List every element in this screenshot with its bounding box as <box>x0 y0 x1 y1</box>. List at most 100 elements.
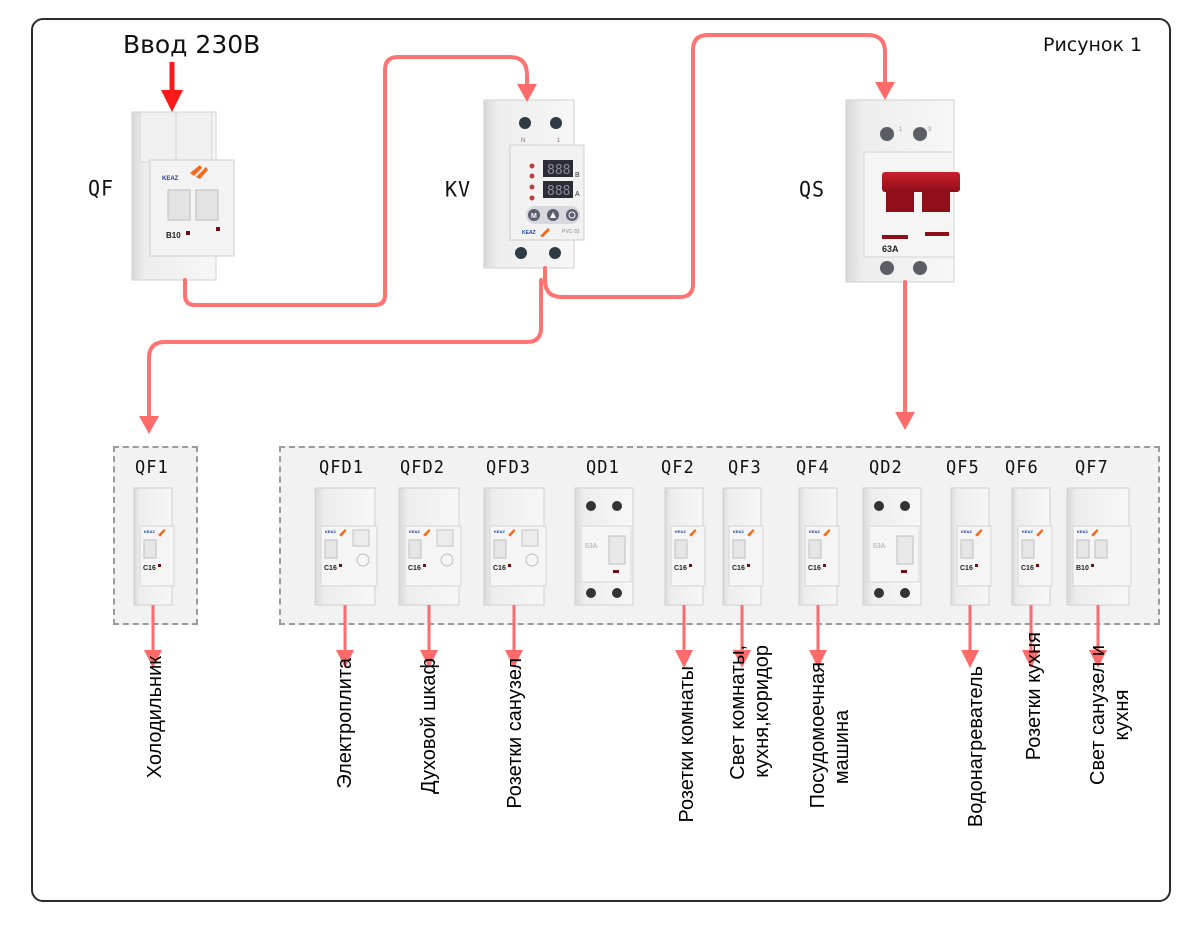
brand-logo: KEAZ <box>409 529 420 534</box>
input-label: Ввод 230В <box>123 30 261 59</box>
device-code-qd2: QD2 <box>869 457 903 479</box>
device-code-qf: QF <box>88 175 115 201</box>
device-code-qf4: QF4 <box>796 457 830 479</box>
brand-logo-icon <box>1091 529 1099 537</box>
brand-logo: KEAZ <box>144 529 155 534</box>
load-label-room-sockets: Розетки комнаты <box>676 666 698 823</box>
rating: C16 <box>674 565 687 572</box>
brand-logo-icon <box>747 529 755 537</box>
kv-button-power[interactable] <box>566 209 578 221</box>
breaker-toggle[interactable] <box>1076 539 1090 559</box>
rating: C16 <box>493 565 506 572</box>
rating: C16 <box>143 565 156 572</box>
device-code-qd1: QD1 <box>586 457 620 479</box>
device-code-qf6: QF6 <box>1005 457 1039 479</box>
device-code-qf7: QF7 <box>1075 457 1109 479</box>
brand-logo-icon <box>689 529 697 537</box>
brand-logo-icon <box>158 529 166 537</box>
brand-logo: KEAZ <box>733 529 744 534</box>
brand-logo: KEAZ <box>809 529 820 534</box>
device-code-qfd2: QFD2 <box>400 457 445 479</box>
terminal-screw <box>550 117 562 129</box>
device-qfd2: KEAZ C16 <box>398 487 462 606</box>
svg-text:888: 888 <box>547 163 570 178</box>
rating: C16 <box>808 565 821 572</box>
rating: C16 <box>324 565 337 572</box>
load-label-water-heater: Водонагреватель <box>965 666 987 828</box>
breaker-toggle[interactable] <box>808 539 822 559</box>
svg-text:888: 888 <box>547 184 570 199</box>
diagram-frame <box>31 18 1171 902</box>
brand-logo: KEAZ <box>162 176 179 182</box>
rating: 63A <box>585 543 598 550</box>
load-label-kitchen-sockets: Розетки кухня <box>1023 632 1045 761</box>
device-qs: 1 3 KEAZ 63A <box>845 99 960 283</box>
brand-logo-icon <box>823 529 831 537</box>
load-label-lights-rooms: Свет комнаты, кухня,коридор <box>727 645 773 780</box>
brand-logo: KEAZ <box>494 529 505 534</box>
load-label-lights-bath-kitchen: Свет санузел и кухня <box>1087 645 1133 785</box>
device-qf1: KEAZ C16 <box>133 487 175 606</box>
device-qd2: 63A <box>862 487 922 606</box>
breaker-toggle[interactable] <box>143 539 157 559</box>
device-kv: N 1 888 B 888 A M KEAZ PVC-32 <box>483 99 585 269</box>
rating: C16 <box>960 565 973 572</box>
svg-text:3: 3 <box>928 127 932 133</box>
svg-text:A: A <box>575 191 580 198</box>
load-label-stove: Электроплита <box>334 658 356 789</box>
breaker-toggle[interactable] <box>732 539 746 559</box>
brand-logo: KEAZ <box>1022 529 1033 534</box>
svg-text:KEAZ: KEAZ <box>522 230 536 236</box>
load-label-fridge: Холодильник <box>144 656 166 779</box>
device-code-qf1: QF1 <box>135 457 169 479</box>
breaker-toggle[interactable] <box>674 539 688 559</box>
brand-logo-icon <box>508 529 516 537</box>
brand-logo: KEAZ <box>961 529 972 534</box>
svg-text:1: 1 <box>899 127 903 133</box>
rating: 63A <box>873 543 886 550</box>
load-label-dishwasher: Посудомоечная машина <box>807 662 853 809</box>
rating: C16 <box>408 565 421 572</box>
breaker-toggle[interactable] <box>1021 539 1035 559</box>
rating-qs: 63A <box>882 244 899 254</box>
device-qd1: 63A <box>574 487 634 606</box>
device-qf5: KEAZ C16 <box>950 487 992 606</box>
breaker-toggle[interactable] <box>408 539 422 559</box>
device-code-qfd3: QFD3 <box>486 457 531 479</box>
kv-model: PVC-32 <box>562 229 580 235</box>
brand-logo-icon <box>339 529 347 537</box>
brand-logo: KEAZ <box>675 529 686 534</box>
device-code-qf2: QF2 <box>661 457 695 479</box>
figure-label: Рисунок 1 <box>1043 34 1143 56</box>
brand-logo: KEAZ <box>325 529 336 534</box>
brand-logo-icon <box>423 529 431 537</box>
device-code-qf3: QF3 <box>728 457 762 479</box>
device-qf: KEAZ B10 <box>131 111 235 281</box>
svg-text:B: B <box>575 172 580 179</box>
brand-logo: KEAZ <box>1077 529 1088 534</box>
load-label-bath-sockets: Розетки санузел <box>504 658 526 809</box>
svg-text:M: M <box>531 213 537 220</box>
breaker-toggle[interactable] <box>493 539 507 559</box>
brand-logo-icon <box>1036 529 1044 537</box>
kv-terminal-n: N <box>521 138 525 144</box>
terminal-screw <box>519 117 531 129</box>
qs-handle[interactable] <box>882 172 960 192</box>
device-qf2: KEAZ C16 <box>664 487 706 606</box>
kv-button-m[interactable] <box>528 209 540 221</box>
device-code-qfd1: QFD1 <box>319 457 364 479</box>
rating: C16 <box>1021 565 1034 572</box>
load-label-oven: Духовой шкаф <box>418 658 440 794</box>
device-code-qf5: QF5 <box>946 457 980 479</box>
device-qfd3: KEAZ C16 <box>483 487 547 606</box>
device-qf3: KEAZ C16 <box>722 487 764 606</box>
device-qf6: KEAZ C16 <box>1011 487 1053 606</box>
device-qf4: KEAZ C16 <box>798 487 840 606</box>
breaker-toggle[interactable] <box>960 539 974 559</box>
rating-qf: B10 <box>166 231 181 240</box>
brand-logo-icon <box>975 529 983 537</box>
rating: C16 <box>732 565 745 572</box>
breaker-toggle[interactable] <box>324 539 338 559</box>
device-qfd1: KEAZ C16 <box>314 487 378 606</box>
